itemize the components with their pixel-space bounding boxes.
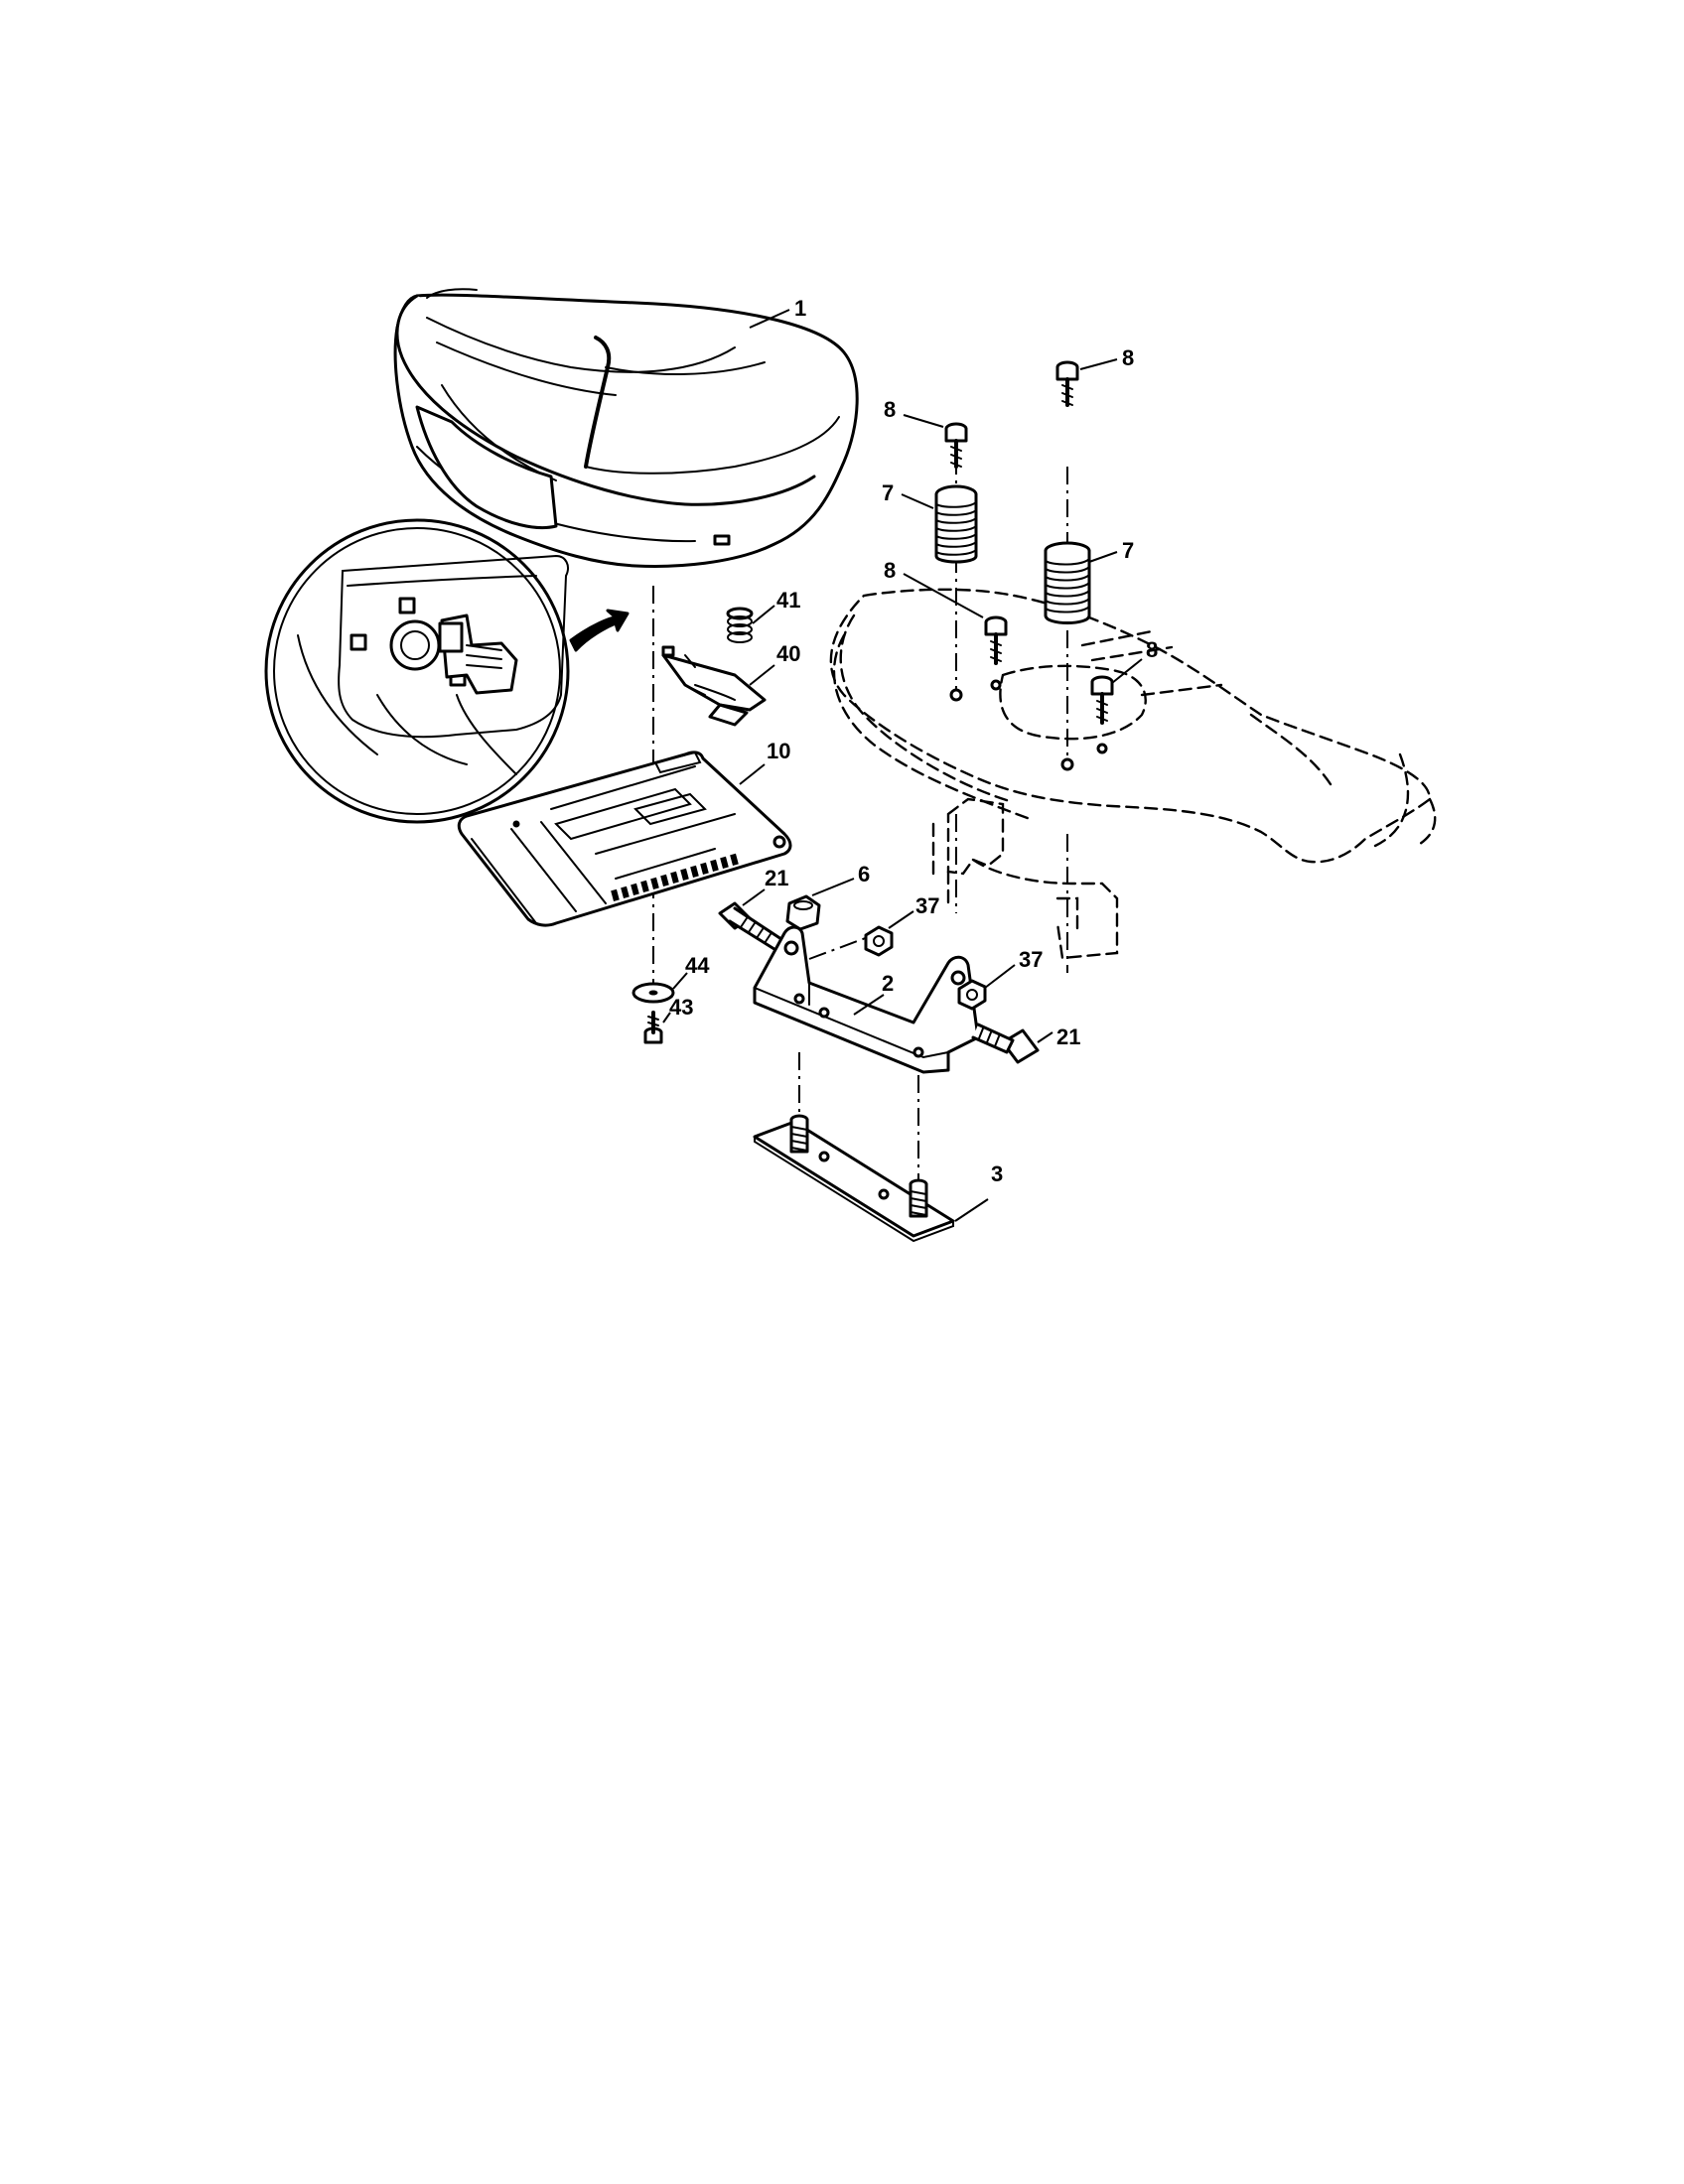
bolt-lower-right [1090,675,1114,725]
bolt-21-left [718,901,786,953]
callout-label: 41 [776,588,800,613]
callout-label: 7 [882,480,894,505]
callout-label: 8 [884,558,896,583]
callout-label: 21 [765,866,788,890]
callout-label: 44 [685,953,710,978]
nut-37-lower [957,979,987,1011]
nut-37-upper [864,925,894,957]
callout-label: 8 [1122,345,1134,370]
bracket [753,925,980,1074]
callout-label: 7 [1122,538,1134,563]
spring-small [726,607,754,643]
bolt-21-right [971,1023,1040,1064]
tractor-frame-outline [829,588,1437,960]
spring-left [934,484,978,564]
detail-inset [264,518,630,824]
callout-label: 10 [767,739,790,763]
callout-label: 8 [1146,637,1158,662]
washer [632,982,675,1004]
callout-label: 6 [858,862,870,887]
stud-right [909,1178,928,1218]
seat [393,288,859,568]
bolt-lower-left [984,615,1008,665]
stud-left [789,1114,809,1154]
seat-pan [457,751,792,927]
nut-6 [785,894,821,931]
spring-right [1044,541,1091,624]
seat-switch [661,645,767,727]
callout-label: 37 [915,893,939,918]
callout-label: 43 [669,995,693,1020]
seat-plate [753,1114,955,1243]
screw [643,1011,663,1044]
callout-label: 21 [1056,1024,1080,1049]
callout-label: 40 [776,641,800,666]
callouts: 1 8 8 7 7 8 8 41 40 10 21 6 37 [662,296,1158,1222]
callout-label: 8 [884,397,896,422]
bolt-upper-right [1055,360,1079,407]
pan-adjustment-slots [611,853,739,901]
callout-label: 1 [794,296,806,321]
callout-label: 3 [991,1161,1003,1186]
callout-label: 37 [1019,947,1043,972]
callout-label: 2 [882,971,894,996]
bolt-upper-left [944,422,968,469]
